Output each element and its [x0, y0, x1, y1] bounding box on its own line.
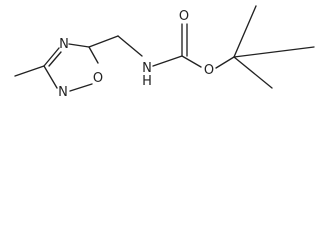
- ring-oxygen-label: O: [93, 71, 103, 86]
- bond-nh-carbonyl: [152, 55, 183, 67]
- bond-ch2-nh: [117, 35, 143, 57]
- ring-nitrogen-top-label: N: [59, 37, 69, 52]
- bond-quaternary-methyl-right: [233, 46, 315, 58]
- molecule-structure: N N O N H O O: [14, 5, 315, 100]
- bond-quaternary-methyl-bottom: [233, 56, 273, 89]
- ester-oxygen-label: O: [204, 63, 214, 78]
- bond-ring-c3-n2: [43, 65, 58, 89]
- bond-methyl-ring-c3: [14, 65, 45, 77]
- bond-ring-c5-o1: [88, 46, 99, 64]
- carbonyl-oxygen-label: O: [179, 9, 189, 24]
- bond-ring-c3-n4-double: [48, 51, 62, 67]
- amide-nitrogen-label: N: [142, 61, 152, 76]
- bond-ring-n4-c5: [68, 43, 90, 48]
- bond-ring-c5-ch2: [88, 35, 119, 48]
- bond-ring-c3-n4: [43, 47, 60, 67]
- ring-nitrogen-bottom-label: N: [58, 85, 68, 100]
- bond-quaternary-methyl-top: [233, 5, 257, 58]
- amide-hydrogen-label: H: [142, 74, 152, 89]
- bond-ester-o-quaternary-c: [215, 56, 235, 69]
- bond-carbonyl-ester-o: [181, 55, 202, 68]
- bond-ring-n2-o1: [69, 83, 93, 92]
